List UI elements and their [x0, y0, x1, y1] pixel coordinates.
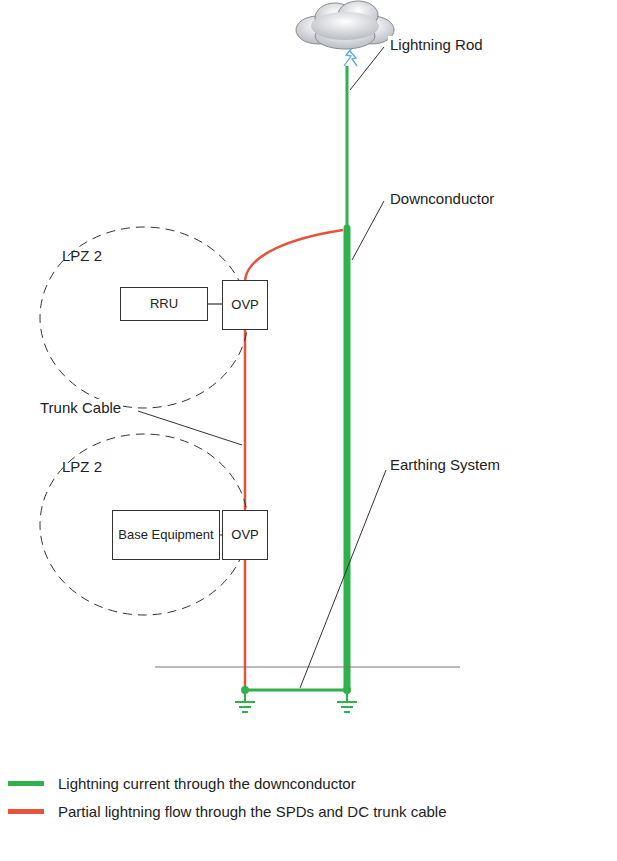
legend: Lightning current through the downconduc… [8, 769, 447, 825]
cloud [296, 1, 394, 49]
lightning-rod [346, 66, 349, 232]
ground-symbol [235, 690, 255, 712]
box-label: RRU [150, 297, 178, 312]
part-label: Downconductor [388, 190, 496, 207]
connector [208, 303, 222, 304]
legend-swatch [8, 781, 44, 786]
zone-outline [40, 227, 248, 408]
zone-label: LPZ 2 [62, 247, 102, 264]
legend-text: Lightning current through the downconduc… [58, 775, 356, 792]
ovp-box: OVP [222, 510, 268, 560]
downconductor [344, 228, 351, 690]
legend-text: Partial lightning flow through the SPDs … [58, 803, 447, 820]
earthing-bar [245, 689, 347, 692]
legend-row: Partial lightning flow through the SPDs … [8, 797, 447, 825]
part-label: Lightning Rod [388, 36, 485, 53]
zone-label: LPZ 2 [62, 458, 102, 475]
part-label: Earthing System [388, 456, 502, 473]
connector [244, 330, 247, 510]
part-label: Trunk Cable [38, 399, 123, 416]
protection-zone: LPZ 2 Base Equipment [38, 432, 250, 617]
partial-flow-curve [245, 230, 343, 280]
trunk-cable [244, 560, 247, 690]
box-label: OVP [231, 528, 258, 543]
lightning-bolt [344, 48, 357, 66]
equipment-box: RRU [120, 287, 208, 321]
ground-level [155, 667, 460, 668]
ground-symbol [337, 690, 357, 712]
leader-lines [138, 47, 386, 688]
box-label: Base Equipment [118, 528, 213, 543]
equipment-box: Base Equipment [112, 510, 220, 560]
protection-zone: LPZ 2 RRU [38, 225, 250, 410]
ovp-box: OVP [222, 280, 268, 330]
legend-swatch [8, 809, 44, 814]
legend-row: Lightning current through the downconduc… [8, 769, 447, 797]
zone-outline [40, 434, 248, 615]
box-label: OVP [231, 298, 258, 313]
